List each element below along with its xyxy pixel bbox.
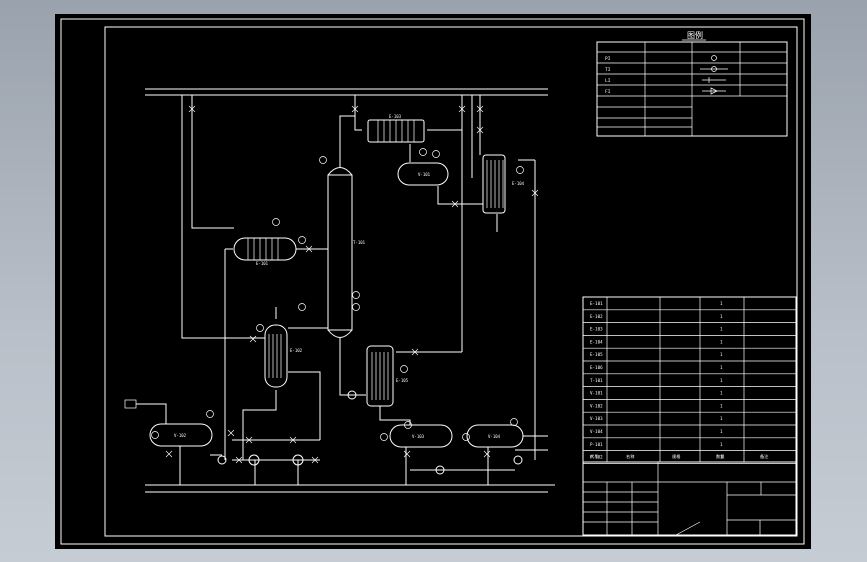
feed-preheater-e101: E-101 <box>233 237 297 266</box>
equipment-tag: P-101 <box>590 442 603 447</box>
legend-symbols <box>700 55 728 95</box>
instrument-balloons <box>124 148 524 441</box>
equipment-qty: 1 <box>720 339 723 344</box>
cooler-e105: E-105 <box>366 345 409 407</box>
equipment-tag: E-105 <box>590 352 603 357</box>
inner-border <box>104 26 798 537</box>
svg-text:V-102: V-102 <box>174 433 187 438</box>
equipment-tag: E-103 <box>590 327 603 332</box>
svg-text:FI: FI <box>605 89 611 95</box>
equipment-qty: 1 <box>720 429 723 434</box>
reflux-drum-v101: V-101 <box>397 162 449 186</box>
equipment-qty: 1 <box>720 391 723 396</box>
svg-text:E-102: E-102 <box>290 348 303 353</box>
legend-codes: PI TI LI FI <box>605 56 611 95</box>
equipment-header-qty: 数量 <box>716 453 724 460</box>
product-tank-v103: V-103 <box>389 424 453 448</box>
svg-text:V-103: V-103 <box>412 434 425 439</box>
svg-text:V-101: V-101 <box>418 172 431 177</box>
svg-text:LI: LI <box>605 78 611 84</box>
distillation-column-t101: T-101 <box>327 167 366 338</box>
equipment-qty: 1 <box>720 301 723 306</box>
equipment-qty: 1 <box>720 365 723 370</box>
outer-border <box>60 18 805 545</box>
equipment-tag: V-103 <box>590 416 603 421</box>
equipment-tag: E-102 <box>590 314 603 319</box>
condenser-e103: E-103 <box>367 114 425 143</box>
equipment-qty: 1 <box>720 416 723 421</box>
svg-text:T-101: T-101 <box>353 240 366 245</box>
equipment-qty: 1 <box>720 378 723 383</box>
equipment-tag: V-104 <box>590 429 603 434</box>
reboiler-e102: E-102 <box>264 324 303 388</box>
feed-tank-v102: V-102 <box>149 423 213 447</box>
equipment-header-tag: 代号 <box>590 453 598 460</box>
title-block <box>582 461 797 536</box>
legend-title: 图例 <box>687 30 703 40</box>
product-tank-v104: V-104 <box>466 424 524 448</box>
svg-text:E-105: E-105 <box>396 378 409 383</box>
svg-text:E-101: E-101 <box>256 261 269 266</box>
svg-text:E-104: E-104 <box>512 181 525 186</box>
equipment-tag: E-101 <box>590 301 603 306</box>
valves <box>165 105 539 464</box>
equipment-tag: T-101 <box>590 378 603 383</box>
equipment-qty: 1 <box>720 314 723 319</box>
equipment-qty: 1 <box>720 352 723 357</box>
equipment-header-note: 备注 <box>760 453 769 460</box>
process-piping <box>136 88 555 493</box>
drawing-sheet <box>55 14 811 549</box>
svg-text:V-104: V-104 <box>488 434 501 439</box>
equipment-qty: 1 <box>720 442 723 447</box>
equipment-qty: 1 <box>720 455 723 460</box>
equipment-qty: 1 <box>720 403 723 408</box>
equipment-header-spec: 规格 <box>672 453 681 460</box>
equipment-qty: 1 <box>720 327 723 332</box>
legend-table: 图例 PI TI LI FI <box>596 30 788 137</box>
equipment-tag: P-102 <box>590 455 603 460</box>
pumps <box>217 390 523 475</box>
equipment-tag: V-101 <box>590 391 603 396</box>
exchanger-e104: E-104 <box>482 154 525 214</box>
equipment-header-name: 名称 <box>626 453 634 460</box>
equipment-tag: E-106 <box>590 365 603 370</box>
equipment-tag: E-104 <box>590 339 603 344</box>
equipment-tag: V-102 <box>590 403 603 408</box>
svg-text:TI: TI <box>605 67 611 73</box>
svg-text:PI: PI <box>605 56 611 62</box>
svg-text:E-103: E-103 <box>389 114 402 119</box>
